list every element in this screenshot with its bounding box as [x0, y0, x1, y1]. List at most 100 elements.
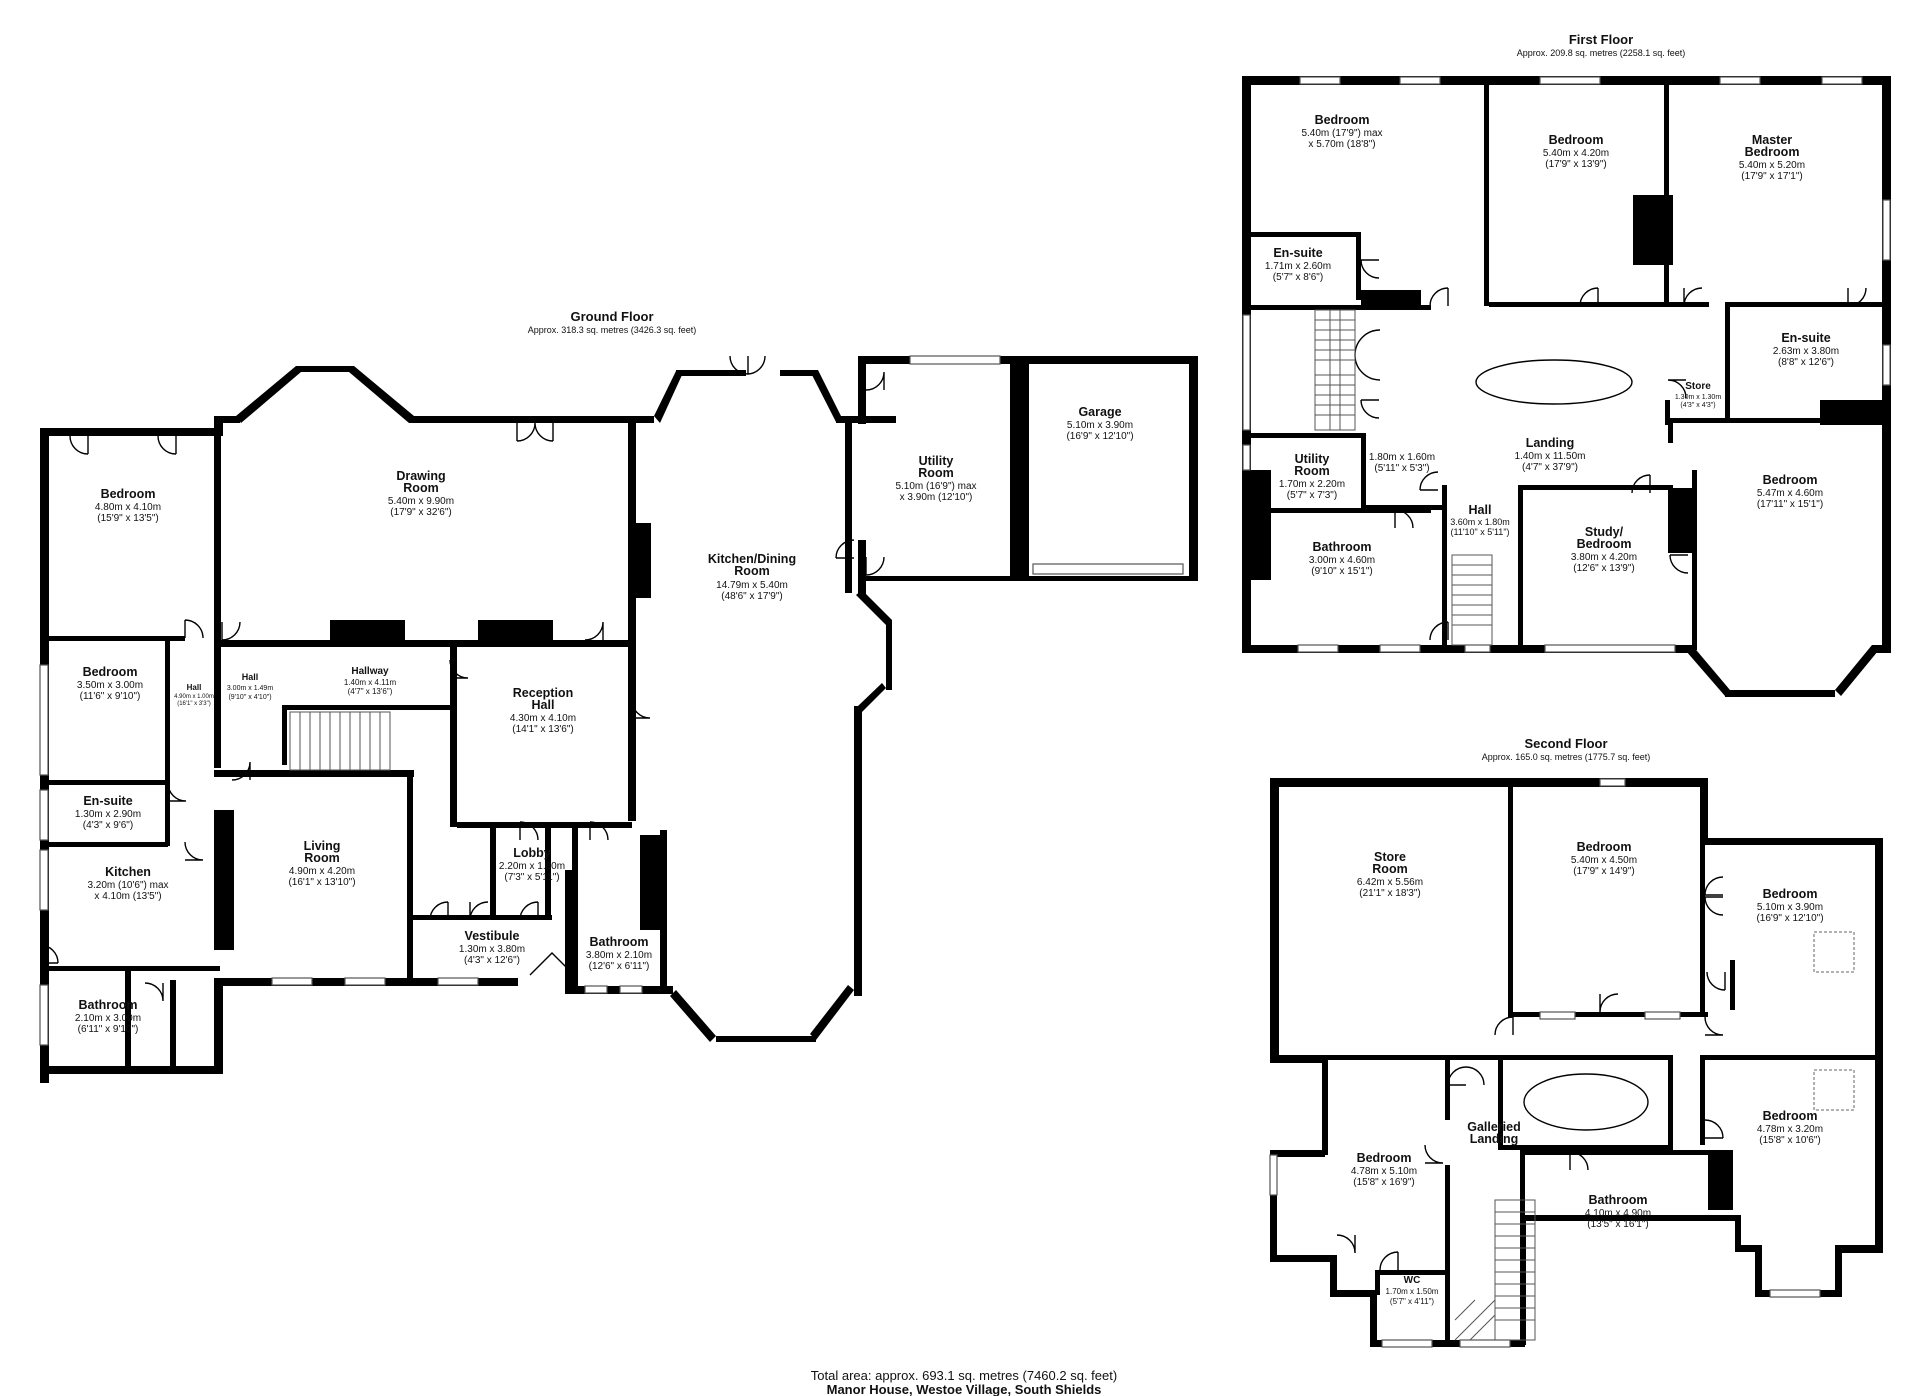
svg-text:(21'1" x 18'3"): (21'1" x 18'3") — [1359, 888, 1421, 899]
room-wc: WC 1.70m x 1.50m (5'7" x 4'11") — [1386, 1275, 1439, 1306]
svg-text:Store: Store — [1374, 850, 1406, 864]
second-floor-title: Second Floor — [1524, 736, 1607, 751]
svg-text:2.20m x 1.80m: 2.20m x 1.80m — [499, 861, 565, 872]
room-study-bedroom: Study/ Bedroom 3.80m x 4.20m (12'6" x 13… — [1571, 525, 1637, 574]
svg-text:(16'9" x 12'10"): (16'9" x 12'10") — [1066, 431, 1133, 442]
svg-text:4.80m x 4.10m: 4.80m x 4.10m — [95, 502, 161, 513]
room-store-f1: Store 1.30m x 1.30m (4'3" x 4'3") — [1675, 381, 1721, 409]
svg-text:Room: Room — [1294, 464, 1329, 478]
svg-text:Kitchen/Dining: Kitchen/Dining — [708, 552, 796, 566]
svg-text:Room: Room — [734, 564, 769, 578]
svg-text:Vestibule: Vestibule — [465, 929, 520, 943]
svg-text:Kitchen: Kitchen — [105, 865, 151, 879]
svg-text:Lobby: Lobby — [513, 846, 551, 860]
svg-text:Bedroom: Bedroom — [1315, 113, 1370, 127]
svg-text:3.20m (10'6") max: 3.20m (10'6") max — [87, 880, 168, 891]
svg-text:(12'6" x 6'11"): (12'6" x 6'11") — [589, 961, 650, 972]
svg-text:Bedroom: Bedroom — [83, 665, 138, 679]
svg-text:(15'9" x 13'5"): (15'9" x 13'5") — [97, 513, 159, 524]
svg-text:(4'3" x 4'3"): (4'3" x 4'3") — [1680, 402, 1715, 409]
room-kitchen: Kitchen 3.20m (10'6") max x 4.10m (13'5"… — [87, 865, 168, 902]
room-bedroom-f1: Bedroom 5.40m (17'9") max x 5.70m (18'8"… — [1301, 113, 1382, 150]
svg-text:(15'8" x 16'9"): (15'8" x 16'9") — [1353, 1177, 1415, 1188]
room-reception-hall: Reception Hall 4.30m x 4.10m (14'1" x 13… — [510, 686, 576, 735]
svg-text:Hall: Hall — [242, 672, 259, 682]
svg-text:Utility: Utility — [919, 454, 954, 468]
svg-text:2.63m x 3.80m: 2.63m x 3.80m — [1773, 346, 1839, 357]
svg-text:(4'3" x 9'6"): (4'3" x 9'6") — [83, 820, 133, 831]
svg-text:(12'6" x 13'9"): (12'6" x 13'9") — [1573, 563, 1635, 574]
svg-text:1.40m x 4.11m: 1.40m x 4.11m — [344, 678, 397, 687]
room-landing-f1: Landing 1.40m x 11.50m (4'7" x 37'9") — [1515, 436, 1586, 473]
svg-text:Room: Room — [1372, 862, 1407, 876]
svg-text:Master: Master — [1752, 133, 1792, 147]
svg-text:1.30m x 1.30m: 1.30m x 1.30m — [1675, 394, 1721, 401]
first-floor-title: First Floor — [1569, 32, 1633, 47]
svg-text:5.40m x 4.50m: 5.40m x 4.50m — [1571, 855, 1637, 866]
svg-text:(17'9" x 14'9"): (17'9" x 14'9") — [1573, 866, 1635, 877]
room-bathroom-f1: Bathroom 3.00m x 4.60m (9'10" x 15'1") — [1309, 540, 1375, 577]
svg-text:(5'7" x 4'11"): (5'7" x 4'11") — [1390, 1297, 1434, 1306]
room-bathroom-2: Bathroom 2.10m x 3.00m (6'11" x 9'10") — [75, 998, 141, 1035]
total-area: Total area: approx. 693.1 sq. metres (74… — [811, 1368, 1117, 1383]
svg-text:Bedroom: Bedroom — [1577, 840, 1632, 854]
room-en-suite-f2: En-suite 2.63m x 3.80m (8'8" x 12'6") — [1773, 331, 1839, 368]
room-vestibule: Vestibule 1.30m x 3.80m (4'3" x 12'6") — [459, 929, 525, 966]
svg-text:1.80m x 1.60m: 1.80m x 1.60m — [1369, 452, 1435, 463]
svg-text:(17'9" x 17'1"): (17'9" x 17'1") — [1741, 171, 1803, 182]
svg-text:(16'1" x 13'10"): (16'1" x 13'10") — [288, 877, 355, 888]
svg-text:(6'11" x 9'10"): (6'11" x 9'10") — [78, 1024, 139, 1035]
room-galleried-landing: Galleried Landing — [1467, 1120, 1521, 1146]
svg-text:(7'3" x 5'11"): (7'3" x 5'11") — [504, 872, 559, 883]
svg-text:4.78m x 5.10m: 4.78m x 5.10m — [1351, 1166, 1417, 1177]
ground-floor-title: Ground Floor — [570, 309, 653, 324]
room-hall-2: Hall 3.00m x 1.49m (9'10" x 4'10") — [227, 672, 273, 701]
svg-text:5.10m (16'9") max: 5.10m (16'9") max — [895, 481, 976, 492]
svg-text:4.78m x 3.20m: 4.78m x 3.20m — [1757, 1124, 1823, 1135]
svg-text:En-suite: En-suite — [1781, 331, 1830, 345]
svg-text:(13'5" x 16'1"): (13'5" x 16'1") — [1587, 1219, 1649, 1230]
room-drawing-room: Drawing Room 5.40m x 9.90m (17'9" x 32'6… — [388, 469, 454, 518]
svg-text:Room: Room — [304, 851, 339, 865]
svg-text:14.79m x 5.40m: 14.79m x 5.40m — [716, 580, 788, 591]
svg-text:(8'8" x 12'6"): (8'8" x 12'6") — [1778, 357, 1834, 368]
svg-text:Drawing: Drawing — [396, 469, 445, 483]
svg-text:x 3.90m (12'10"): x 3.90m (12'10") — [900, 492, 973, 503]
svg-text:3.80m x 2.10m: 3.80m x 2.10m — [586, 950, 652, 961]
room-kitchen-dining: Kitchen/Dining Room 14.79m x 5.40m (48'6… — [708, 552, 796, 602]
second-floor-area: Approx. 165.0 sq. metres (1775.7 sq. fee… — [1482, 752, 1651, 762]
svg-text:Hall: Hall — [187, 683, 202, 692]
svg-text:Bedroom: Bedroom — [1763, 1109, 1818, 1123]
svg-text:Hallway: Hallway — [351, 666, 389, 677]
svg-text:Garage: Garage — [1078, 405, 1121, 419]
svg-text:Bathroom: Bathroom — [1588, 1193, 1647, 1207]
svg-text:(4'3" x 12'6"): (4'3" x 12'6") — [464, 955, 520, 966]
room-en-suite: En-suite 1.30m x 2.90m (4'3" x 9'6") — [75, 794, 141, 831]
svg-text:(17'11" x 15'1"): (17'11" x 15'1") — [1757, 499, 1823, 510]
svg-text:5.10m x 3.90m: 5.10m x 3.90m — [1757, 902, 1823, 913]
room-bedroom-f3: Bedroom 5.47m x 4.60m (17'11" x 15'1") — [1757, 473, 1823, 510]
room-hall-1: Hall 4.90m x 1.00m (16'1" x 3'3") — [174, 683, 214, 707]
svg-text:(48'6" x 17'9"): (48'6" x 17'9") — [721, 591, 783, 602]
svg-text:(16'1" x 3'3"): (16'1" x 3'3") — [177, 701, 211, 707]
svg-text:Bedroom: Bedroom — [101, 487, 156, 501]
svg-text:4.90m x 1.00m: 4.90m x 1.00m — [174, 694, 214, 700]
svg-text:(16'9" x 12'10"): (16'9" x 12'10") — [1756, 913, 1823, 924]
svg-text:En-suite: En-suite — [1273, 246, 1322, 260]
room-living-room: Living Room 4.90m x 4.20m (16'1" x 13'10… — [288, 839, 355, 888]
room-bedroom-s3: Bedroom 4.78m x 5.10m (15'8" x 16'9") — [1351, 1151, 1417, 1188]
room-bedroom-s1: Bedroom 5.40m x 4.50m (17'9" x 14'9") — [1571, 840, 1637, 877]
svg-text:Landing: Landing — [1526, 436, 1575, 450]
first-floor-area: Approx. 209.8 sq. metres (2258.1 sq. fee… — [1517, 48, 1686, 58]
svg-text:Study/: Study/ — [1585, 525, 1624, 539]
svg-text:(11'10" x 5'11"): (11'10" x 5'11") — [1450, 527, 1509, 537]
svg-text:Bathroom: Bathroom — [78, 998, 137, 1012]
svg-text:(4'7" x 37'9"): (4'7" x 37'9") — [1522, 462, 1578, 473]
svg-text:(17'9" x 32'6"): (17'9" x 32'6") — [390, 507, 452, 518]
svg-text:1.40m x 11.50m: 1.40m x 11.50m — [1515, 451, 1586, 462]
svg-text:Living: Living — [304, 839, 341, 853]
svg-text:(14'1" x 13'6"): (14'1" x 13'6") — [512, 724, 574, 735]
ground-floor-plan: Ground Floor Approx. 318.3 sq. metres (3… — [39, 309, 1198, 1083]
svg-text:(4'7" x 13'6"): (4'7" x 13'6") — [348, 687, 393, 696]
svg-text:Bedroom: Bedroom — [1763, 887, 1818, 901]
